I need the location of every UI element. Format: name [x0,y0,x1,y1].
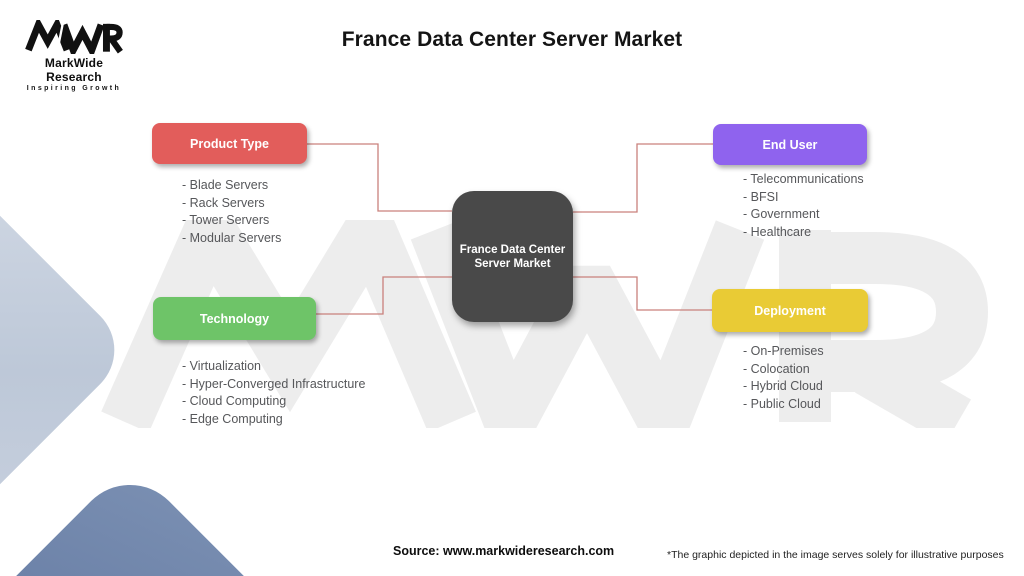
list-item: - Virtualization [182,359,261,373]
connector-end-user [573,143,713,213]
segment-label: End User [762,137,818,152]
segment-box-technology: Technology [153,297,316,340]
segment-list-deployment: - On-Premises - Colocation - Hybrid Clou… [743,343,824,413]
segment-box-product-type: Product Type [152,123,307,164]
segment-list-product-type: - Blade Servers - Rack Servers - Tower S… [182,177,281,247]
connector-deployment [573,276,712,311]
mwr-logo-icon [25,20,123,54]
list-item: - Hybrid Cloud [743,379,823,393]
logo-brand-name: MarkWide Research [44,56,104,84]
connector-product-type [307,143,452,212]
page-title: France Data Center Server Market [341,28,683,51]
list-item: - Blade Servers [182,178,269,192]
list-item: - Healthcare [743,224,812,239]
list-item: - Hyper-Converged Infrastructure [182,376,366,391]
list-item: - Edge Computing [182,411,283,426]
segment-box-end-user: End User [713,124,867,165]
list-item: - Telecommunications [743,172,864,186]
list-item: - Tower Servers [182,213,270,227]
list-item: - Cloud Computing [182,394,287,408]
connector-technology [316,276,452,315]
list-item: - Government [743,207,820,221]
list-item: - BFSI [743,189,779,204]
list-item: - Modular Servers [182,230,282,245]
segment-box-deployment: Deployment [712,289,868,332]
list-item: - Rack Servers [182,195,265,210]
logo-tagline: Inspiring Growth [26,85,122,92]
list-item: - On-Premises [743,344,824,358]
segment-label: Deployment [754,303,826,318]
logo: MarkWide Research Inspiring Growth [18,20,130,92]
disclaimer-note: *The graphic depicted in the image serve… [667,549,1004,561]
segment-list-technology: - Virtualization - Hyper-Converged Infra… [182,358,365,428]
list-item: - Colocation [743,361,810,376]
center-node: France Data Center Server Market [452,191,573,322]
segment-list-end-user: - Telecommunications - BFSI - Government… [743,171,864,241]
list-item: - Public Cloud [743,396,821,411]
center-node-label: France Data Center Server Market [459,243,566,270]
segment-label: Technology [199,311,270,326]
segment-label: Product Type [190,136,269,151]
source-credit: Source: www.markwideresearch.com [393,544,615,558]
